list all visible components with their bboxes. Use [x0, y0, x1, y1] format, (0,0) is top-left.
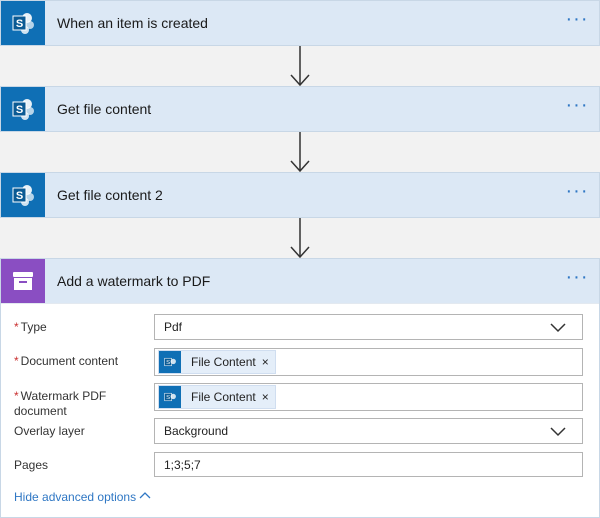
- step-title: When an item is created: [57, 15, 208, 31]
- type-value: Pdf: [164, 320, 183, 334]
- pages-label: Pages: [14, 458, 49, 472]
- overlay-value: Background: [164, 424, 229, 438]
- step-title: Get file content: [57, 101, 152, 117]
- arrow-down-icon: [290, 218, 310, 258]
- chevron-down-icon: [550, 323, 566, 333]
- action-form: *Type Pdf *Document content S File Conte…: [1, 303, 599, 517]
- pages-input[interactable]: 1;3;5;7: [154, 452, 583, 477]
- action-card-add-watermark[interactable]: Add a watermark to PDF ··· *Type Pdf *Do…: [0, 258, 600, 518]
- more-options-button[interactable]: ···: [565, 265, 589, 288]
- more-options-button[interactable]: ···: [565, 179, 589, 202]
- sharepoint-icon: S: [159, 386, 181, 408]
- sharepoint-icon: S: [159, 351, 181, 373]
- file-content-token[interactable]: S File Content ×: [158, 350, 276, 374]
- overlay-layer-label: Overlay layer: [14, 424, 85, 438]
- step-card-when-item-created[interactable]: S When an item is created ···: [0, 0, 600, 46]
- remove-token-icon[interactable]: ×: [261, 355, 269, 369]
- token-label: File Content: [191, 390, 256, 404]
- more-options-button[interactable]: ···: [565, 7, 589, 30]
- arrow-down-icon: [290, 132, 310, 172]
- svg-text:S: S: [16, 18, 23, 30]
- type-label: *Type: [14, 320, 47, 334]
- sharepoint-icon: S: [1, 1, 45, 45]
- overlay-layer-select[interactable]: Background: [154, 418, 583, 444]
- pages-value: 1;3;5;7: [164, 457, 201, 472]
- action-title: Add a watermark to PDF: [57, 273, 211, 289]
- arrow-down-icon: [290, 46, 310, 86]
- watermark-pdf-input[interactable]: S File Content ×: [154, 383, 583, 411]
- step-card-get-file-content-2[interactable]: S Get file content 2 ···: [0, 172, 600, 218]
- hide-advanced-options-link[interactable]: Hide advanced options: [14, 490, 151, 504]
- archive-icon: [1, 259, 45, 303]
- svg-text:S: S: [16, 190, 23, 202]
- chevron-down-icon: [550, 427, 566, 437]
- sharepoint-icon: S: [1, 173, 45, 217]
- remove-token-icon[interactable]: ×: [261, 390, 269, 404]
- step-title: Get file content 2: [57, 187, 163, 203]
- sharepoint-icon: S: [1, 87, 45, 131]
- svg-text:S: S: [166, 395, 170, 401]
- document-content-input[interactable]: S File Content ×: [154, 348, 583, 376]
- file-content-token[interactable]: S File Content ×: [158, 385, 276, 409]
- more-options-button[interactable]: ···: [565, 93, 589, 116]
- step-card-get-file-content[interactable]: S Get file content ···: [0, 86, 600, 132]
- chevron-up-icon: [139, 492, 151, 499]
- svg-text:S: S: [16, 104, 23, 116]
- document-content-label: *Document content: [14, 354, 119, 368]
- token-label: File Content: [191, 355, 256, 369]
- type-select[interactable]: Pdf: [154, 314, 583, 340]
- svg-text:S: S: [166, 360, 170, 366]
